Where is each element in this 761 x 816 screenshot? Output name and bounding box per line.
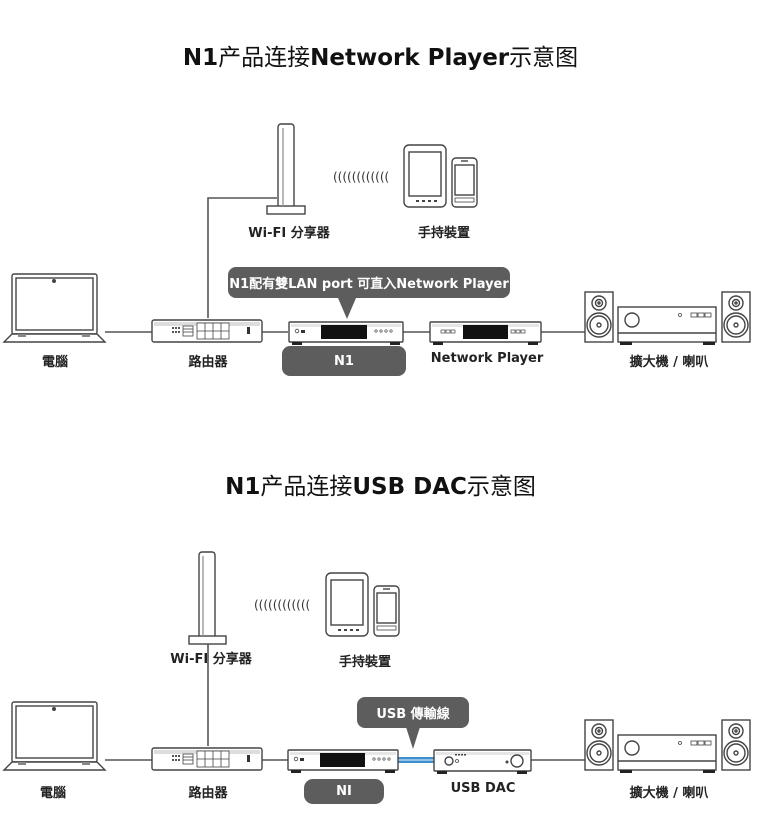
callout-bubble: USB 傳輸線 [357, 697, 469, 728]
phone-icon [451, 157, 478, 208]
amp-speaker-label: 擴大機 / 喇叭 [629, 355, 709, 370]
title-part: 产品连接 [260, 474, 353, 500]
callout-bubble: N1配有雙LAN port 可直入Network Player [228, 267, 510, 298]
amp-speaker-label: 擴大機 / 喇叭 [629, 786, 709, 801]
wifi-router-icon [266, 123, 306, 215]
wireless-signal-icon: (((((((((((( [254, 598, 310, 612]
laptop-icon [2, 273, 107, 343]
title-part: USB DAC [352, 474, 467, 500]
speaker-left-icon [584, 719, 614, 771]
callout-pointer [338, 298, 356, 319]
speaker-left-icon [584, 291, 614, 343]
speaker-right-icon [721, 291, 751, 343]
wifi-router-label: Wi-FI 分享器 [170, 652, 252, 667]
callout-pointer [406, 727, 420, 749]
title-part: Network Player [310, 45, 510, 71]
amplifier-icon [617, 734, 717, 773]
wifi-router-icon [188, 551, 227, 645]
title-part: 示意图 [466, 474, 536, 500]
product-badge: N1 [282, 346, 406, 376]
diagram-1-title: N1产品连接Network Player示意图 [0, 38, 761, 72]
usb-dac-label: USB DAC [450, 781, 516, 796]
computer-label: 電腦 [39, 786, 67, 801]
network-player-label: Network Player [430, 351, 544, 366]
phone-icon [373, 585, 400, 637]
speaker-right-icon [721, 719, 751, 771]
tablet-icon [403, 144, 447, 208]
wifi-router-label: Wi-FI 分享器 [248, 226, 330, 241]
diagram-2-title: N1产品连接USB DAC示意图 [0, 467, 761, 501]
title-part: 产品连接 [218, 45, 311, 71]
laptop-icon [2, 701, 107, 771]
cable-router-wifi [207, 197, 277, 318]
network-switch-icon [151, 747, 263, 771]
tablet-icon [325, 572, 369, 637]
network-switch-icon [151, 319, 263, 343]
amplifier-icon [617, 306, 717, 345]
handheld-label: 手持裝置 [417, 226, 471, 241]
n1-device-icon [288, 321, 404, 345]
network-player-icon [429, 321, 542, 345]
computer-label: 電腦 [41, 355, 69, 370]
router-label: 路由器 [188, 355, 228, 370]
router-label: 路由器 [188, 786, 228, 801]
title-part: N1 [225, 474, 261, 500]
wireless-signal-icon: (((((((((((( [333, 170, 389, 184]
product-badge: NI [304, 779, 384, 804]
title-part: N1 [182, 45, 219, 71]
handheld-label: 手持裝置 [338, 655, 392, 670]
title-part: 示意图 [509, 45, 579, 71]
n1-device-icon [287, 749, 399, 773]
usb-dac-icon [433, 749, 532, 774]
usb-cable [398, 757, 434, 763]
